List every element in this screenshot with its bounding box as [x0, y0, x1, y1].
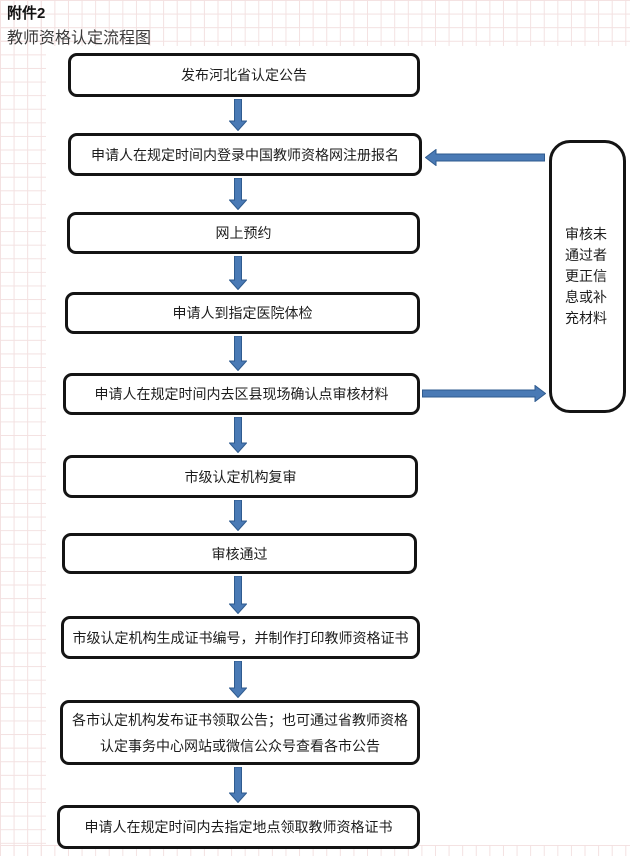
- flow-arrow-down-icon: [229, 661, 247, 698]
- flow-arrow-down-icon: [229, 336, 247, 371]
- flow-step: 审核通过: [62, 533, 417, 574]
- flow-step: 申请人在规定时间内去指定地点领取教师资格证书: [57, 805, 420, 849]
- flow-step: 市级认定机构生成证书编号，并制作打印教师资格证书: [61, 616, 420, 659]
- flow-step: 申请人在规定时间内去区县现场确认点审核材料: [63, 373, 420, 415]
- flow-step: 各市认定机构发布证书领取公告；也可通过省教师资格 认定事务中心网站或微信公众号查…: [60, 700, 420, 765]
- flow-arrow-down-icon: [229, 500, 247, 531]
- flow-arrow-down-icon: [229, 417, 247, 453]
- flow-step: 发布河北省认定公告: [68, 53, 420, 97]
- grid-paper-bottom: [0, 845, 630, 856]
- side-note-box: 审核未通过者更正信息或补充材料: [549, 140, 626, 413]
- flow-arrow-left-icon: [425, 149, 545, 166]
- page-title: 教师资格认定流程图: [7, 30, 152, 47]
- side-note-text: 审核未通过者更正信息或补充材料: [565, 226, 607, 326]
- flow-arrow-down-icon: [229, 178, 247, 210]
- flow-step: 市级认定机构复审: [63, 455, 418, 498]
- flow-arrow-down-icon: [229, 767, 247, 803]
- flow-arrow-down-icon: [229, 99, 247, 131]
- flow-step: 网上预约: [67, 212, 420, 254]
- flow-arrow-right-icon: [422, 385, 546, 402]
- grid-paper-left: [0, 0, 46, 856]
- flow-step: 申请人在规定时间内登录中国教师资格网注册报名: [68, 133, 422, 176]
- attachment-label: 附件2: [7, 5, 46, 22]
- flow-arrow-down-icon: [229, 576, 247, 614]
- flow-arrow-down-icon: [229, 256, 247, 290]
- flow-step: 申请人到指定医院体检: [65, 292, 420, 334]
- grid-paper-top: [0, 0, 630, 46]
